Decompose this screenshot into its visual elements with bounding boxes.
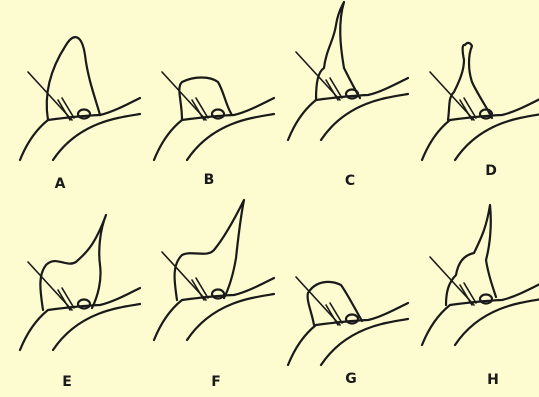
panel-label-a: A <box>45 176 75 192</box>
inner-arc <box>187 294 274 340</box>
body-contour <box>422 283 539 345</box>
panel-a <box>20 37 140 160</box>
tip-outline <box>446 205 496 305</box>
oval-marker <box>78 110 90 119</box>
oval-marker <box>346 90 358 99</box>
body-contour <box>422 98 539 160</box>
panel-e <box>20 215 140 350</box>
tip-outline <box>47 37 100 120</box>
inner-arc <box>455 299 539 345</box>
panel-b <box>154 72 274 160</box>
panel-g <box>288 277 408 365</box>
inner-arc <box>187 114 274 160</box>
panel-c <box>288 2 408 140</box>
body-contour <box>154 278 274 340</box>
panel-label-h: H <box>478 372 508 388</box>
panel-label-d: D <box>476 163 506 179</box>
panel-label-b: B <box>194 172 224 188</box>
panel-label-e: E <box>52 374 82 390</box>
body-contour <box>288 303 408 365</box>
oval-marker <box>212 110 224 119</box>
tip-outline <box>40 215 106 310</box>
panel-h <box>422 205 539 345</box>
panel-f <box>154 200 274 340</box>
oval-marker <box>346 315 358 324</box>
inner-arc <box>321 94 408 140</box>
oval-marker <box>212 290 224 299</box>
oval-marker <box>480 295 492 304</box>
body-contour <box>154 98 274 160</box>
oval-marker <box>78 300 90 309</box>
inner-arc <box>321 319 408 365</box>
body-contour <box>288 78 408 140</box>
panel-label-c: C <box>335 173 365 189</box>
panel-label-g: G <box>336 371 366 387</box>
panel-d <box>422 43 539 160</box>
tip-outline <box>175 200 244 300</box>
inner-arc <box>53 114 140 160</box>
inner-arc <box>455 114 539 160</box>
panel-label-f: F <box>201 374 231 390</box>
tip-outline <box>316 2 360 100</box>
body-contour <box>20 98 140 160</box>
body-contour <box>20 288 140 350</box>
inner-arc <box>53 304 140 350</box>
